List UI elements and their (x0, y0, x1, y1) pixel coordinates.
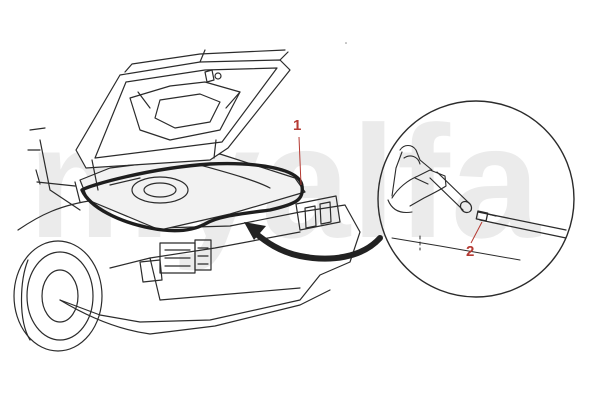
hand-drawing (387, 144, 447, 214)
leader-line-1 (298, 136, 302, 186)
callout-label-1: 1 (293, 117, 302, 134)
detail-inset (377, 100, 575, 298)
boot-lid (75, 49, 291, 191)
rear-wheel (13, 240, 103, 352)
seal-strip-detail (475, 210, 567, 239)
boot-seal-part-1 (80, 161, 304, 233)
body-edge-detail (391, 235, 521, 261)
leader-line-2 (470, 221, 483, 244)
callout-label-2: 2 (466, 243, 475, 260)
car-body (17, 127, 361, 335)
tail-lights (139, 195, 341, 283)
speck (345, 42, 347, 44)
tool-end (429, 171, 473, 214)
pointer-arrow (244, 222, 383, 262)
